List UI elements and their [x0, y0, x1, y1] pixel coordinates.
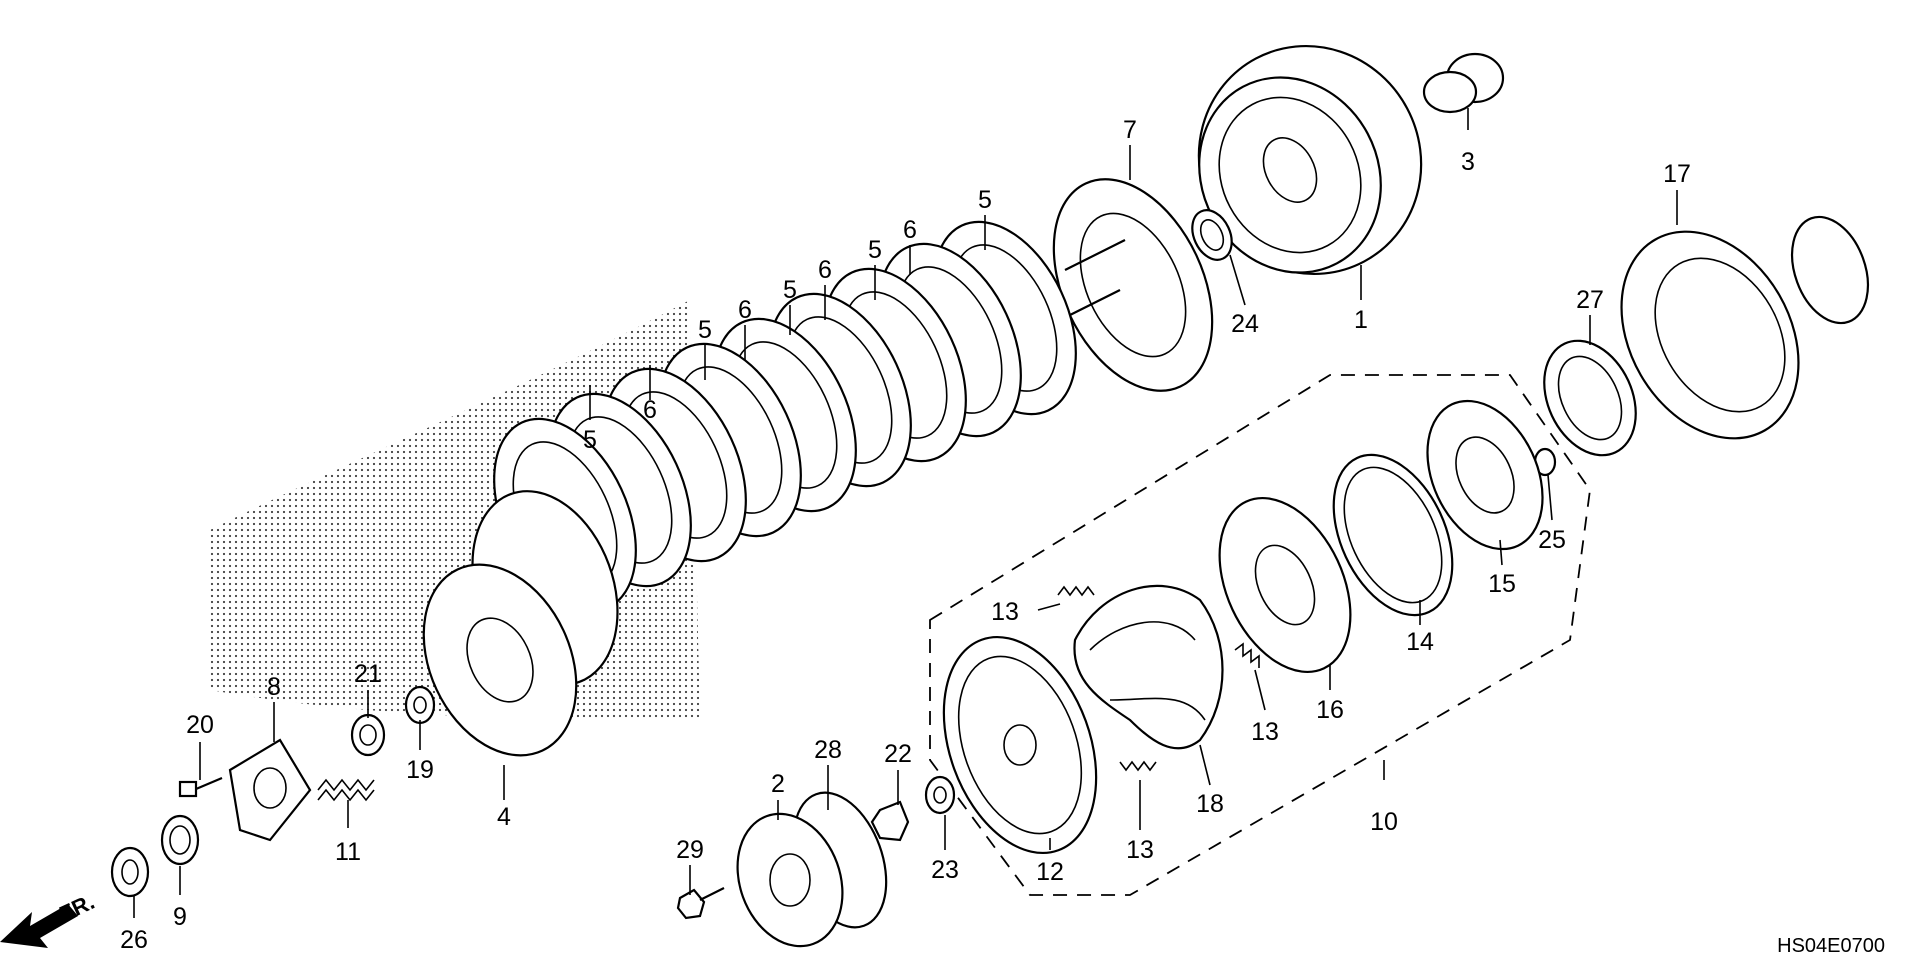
clutch-outer-drum	[1197, 44, 1423, 276]
callout-3: 3	[1461, 148, 1475, 176]
collar	[1422, 52, 1505, 114]
callout-12: 12	[1036, 858, 1064, 886]
spring-13-bottom	[1119, 760, 1157, 772]
plate-16	[1218, 496, 1352, 674]
nut-22	[870, 800, 910, 842]
diagram-code: HS04E0700	[1777, 935, 1885, 957]
bolt-20	[178, 776, 223, 798]
callout-17: 17	[1663, 160, 1691, 188]
bearing-21	[350, 713, 386, 757]
clutch-weights	[1073, 584, 1224, 750]
plate-15	[1426, 399, 1544, 551]
pressure-plate	[422, 490, 619, 757]
callout-20: 20	[186, 711, 214, 739]
callout-5e: 5	[583, 426, 597, 454]
ring-9	[160, 814, 200, 866]
clutch-center	[1052, 178, 1214, 392]
callout-14: 14	[1406, 628, 1434, 656]
callout-22: 22	[884, 740, 912, 768]
callout-5b: 5	[868, 236, 882, 264]
spring-13-right	[1234, 642, 1260, 668]
callout-16: 16	[1316, 696, 1344, 724]
drive-plate	[942, 635, 1098, 855]
assembly-outline-10	[929, 374, 1591, 896]
callout-5c: 5	[783, 276, 797, 304]
callout-28: 28	[814, 736, 842, 764]
one-way-clutch	[1543, 339, 1637, 457]
spring-11	[317, 778, 375, 802]
front-direction-arrow-icon	[0, 904, 78, 948]
callout-29: 29	[676, 836, 704, 864]
callout-6b: 6	[818, 256, 832, 284]
leader-lines	[133, 108, 1678, 918]
callout-6a: 6	[903, 216, 917, 244]
bearing-26	[110, 846, 150, 898]
callout-13b: 13	[1251, 718, 1279, 746]
callout-5a: 5	[978, 186, 992, 214]
washer-23	[924, 775, 956, 815]
bracket-plate-8	[228, 738, 312, 842]
callout-6c: 6	[738, 296, 752, 324]
callout-23: 23	[931, 856, 959, 884]
spring-13-top	[1057, 585, 1095, 597]
callout-11: 11	[335, 838, 361, 866]
callout-9: 9	[173, 903, 187, 931]
callout-10: 10	[1370, 808, 1398, 836]
callout-26: 26	[120, 926, 148, 954]
callout-13c: 13	[1126, 836, 1154, 864]
callout-19: 19	[406, 756, 434, 784]
clutch-cover	[736, 812, 844, 948]
callout-27: 27	[1576, 286, 1604, 314]
callout-2: 2	[771, 770, 785, 798]
callout-25: 25	[1538, 526, 1566, 554]
washer-19	[404, 685, 436, 725]
callout-5d: 5	[698, 316, 712, 344]
callout-8: 8	[267, 673, 281, 701]
callout-21: 21	[354, 660, 382, 688]
callout-1: 1	[1354, 306, 1368, 334]
callouts: 1 2 3 4 5 5 5 5 5 6 6 6 6 7 8 9 10 11 12…	[120, 116, 1691, 954]
callout-15: 15	[1488, 570, 1516, 598]
callout-6d: 6	[643, 396, 657, 424]
callout-7: 7	[1123, 116, 1137, 144]
callout-24: 24	[1231, 310, 1259, 338]
callout-18: 18	[1196, 790, 1224, 818]
callout-13a: 13	[991, 598, 1019, 626]
driven-gear-drum	[1620, 215, 1869, 440]
ring-14	[1332, 453, 1454, 617]
callout-4: 4	[497, 803, 511, 831]
bolt-29	[676, 887, 725, 920]
